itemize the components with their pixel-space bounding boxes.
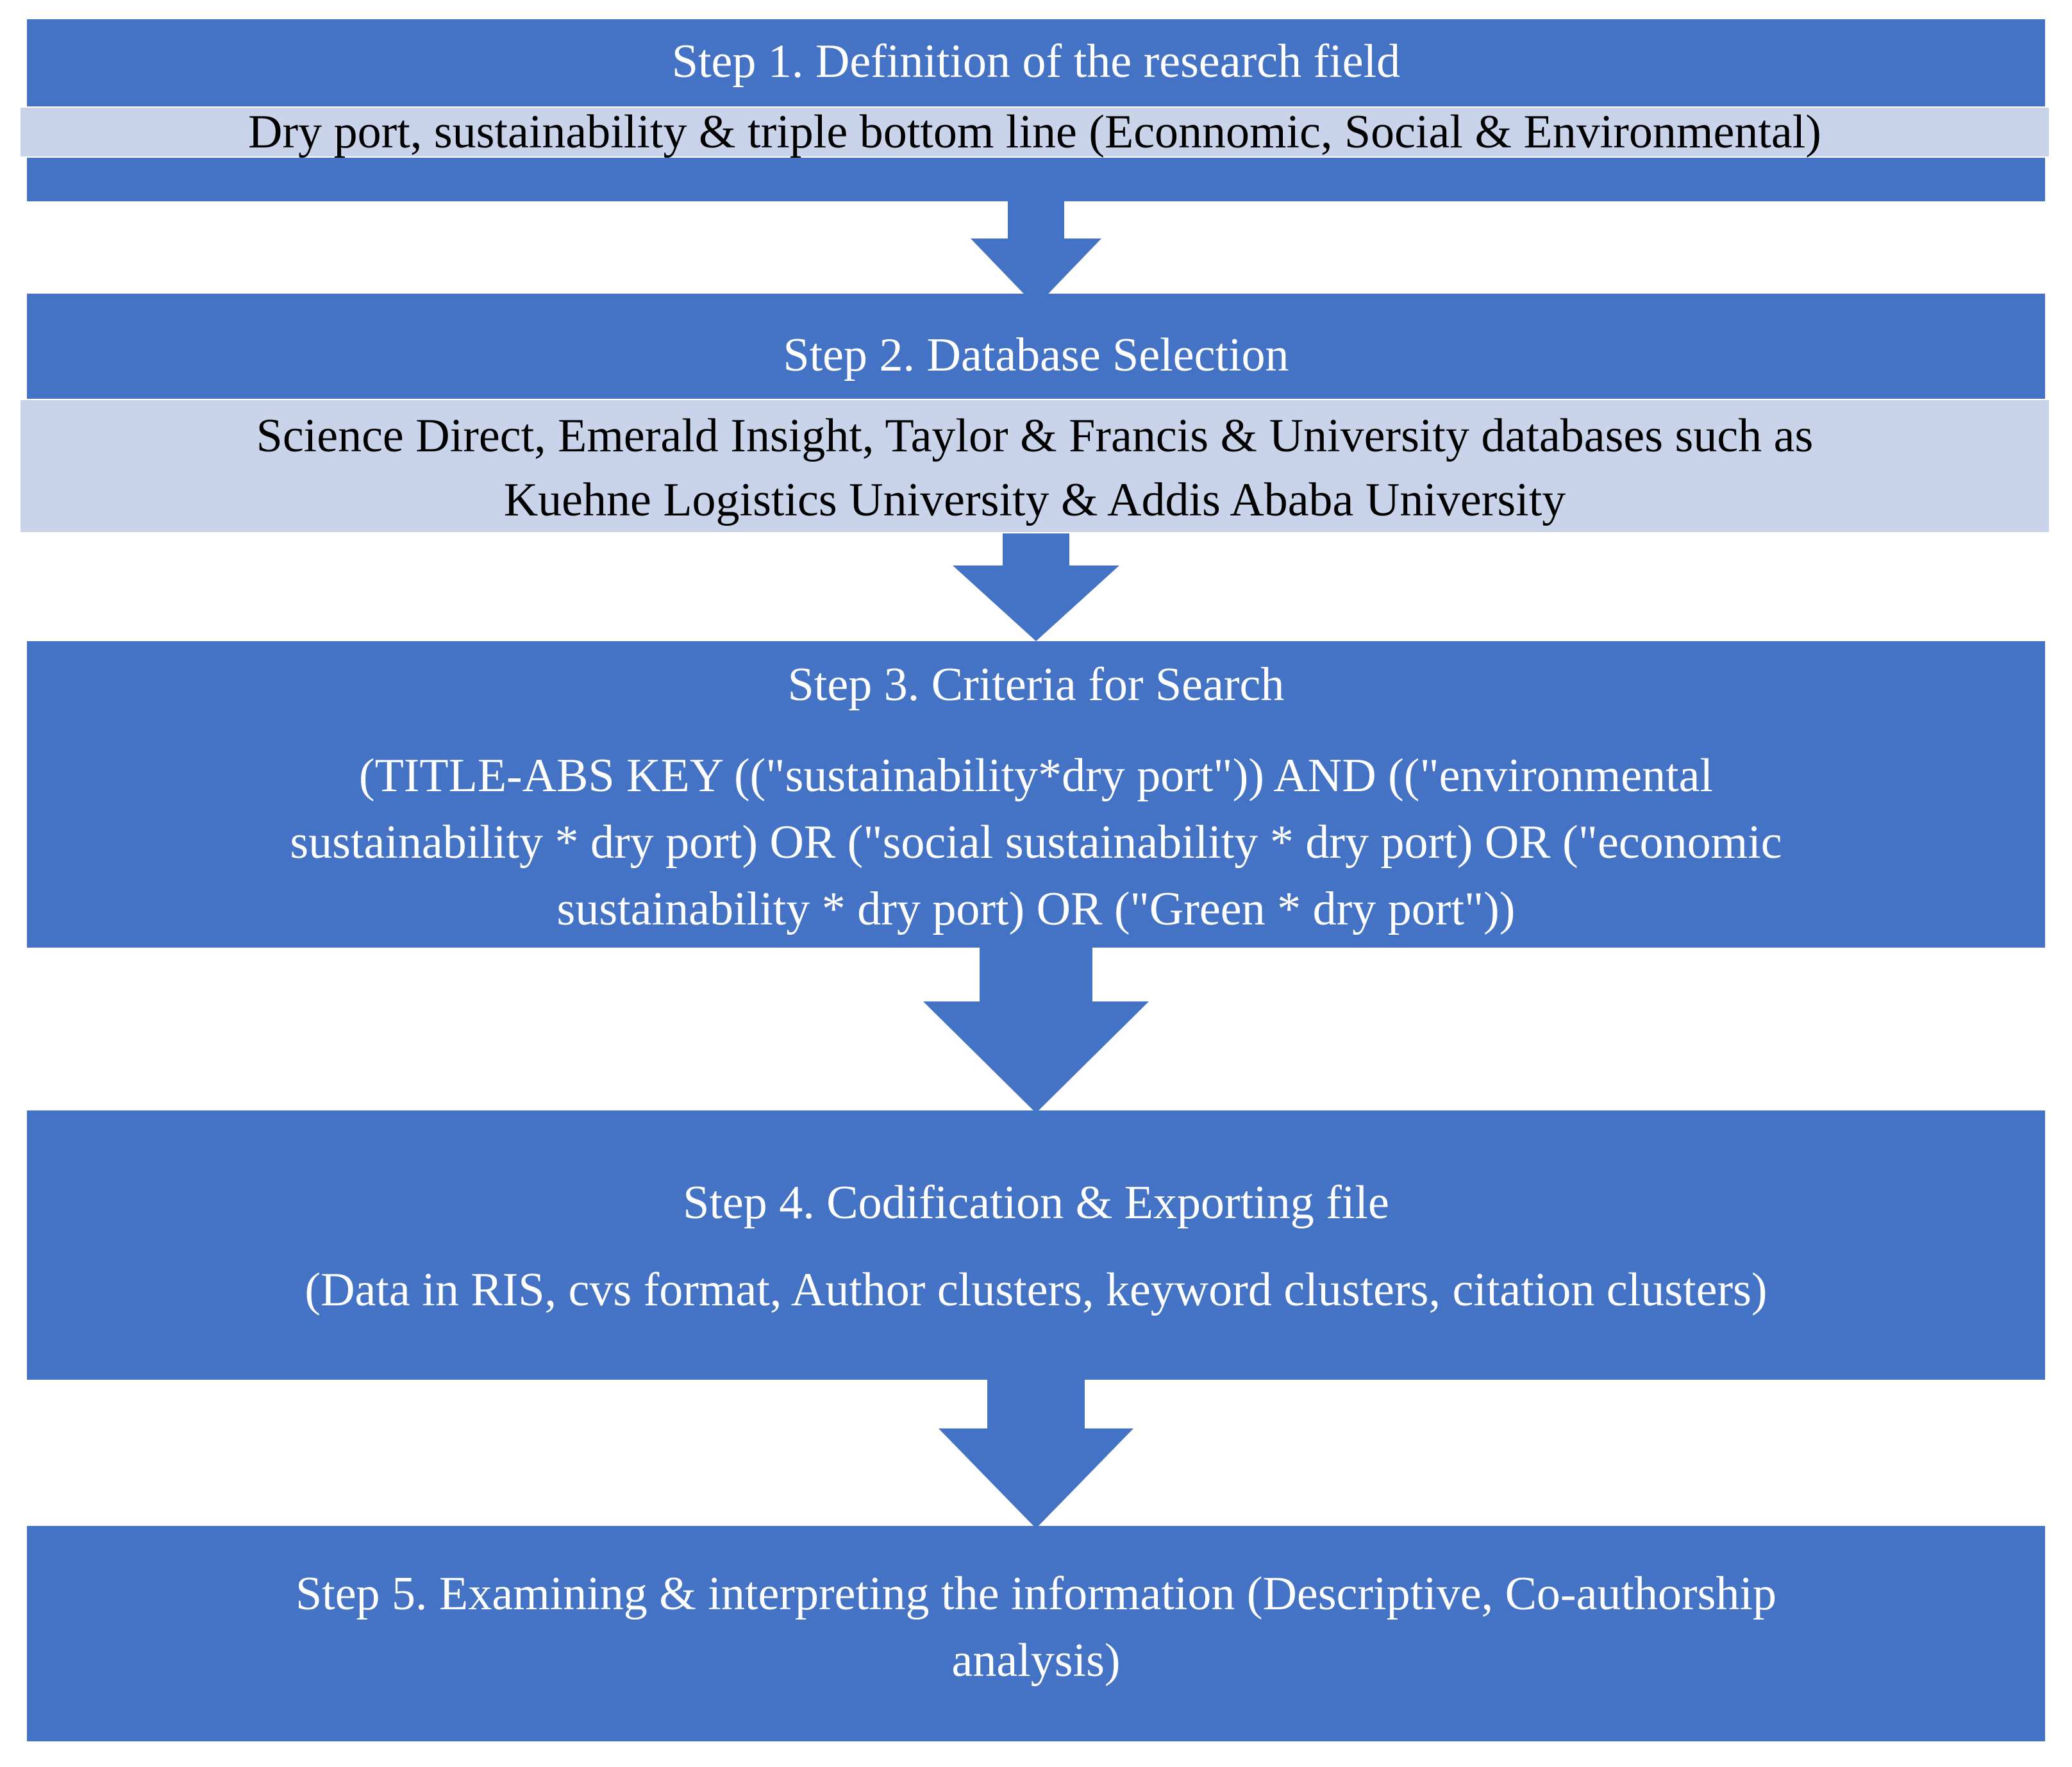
step-4-box: Step 4. Codification & Exporting file (D…	[27, 1110, 2045, 1380]
arrow-down-3	[923, 948, 1149, 1113]
step-3-detail-line-1: (TITLE-ABS KEY (("sustainability*dry por…	[358, 750, 1714, 802]
arrow-down-icon	[953, 533, 1119, 641]
step-2-detail-line-1: Science Direct, Emerald Insight, Taylor …	[256, 410, 1814, 462]
step-1-detail: Dry port, sustainability & triple bottom…	[248, 106, 1821, 158]
arrow-down-2	[953, 533, 1119, 641]
step-4-detail: (Data in RIS, cvs format, Author cluster…	[305, 1264, 1767, 1316]
step-4-title: Step 4. Codification & Exporting file	[683, 1177, 1389, 1229]
arrow-down-icon	[939, 1380, 1133, 1528]
arrow-down-4	[939, 1380, 1133, 1528]
step-3-detail: (TITLE-ABS KEY (("sustainability*dry por…	[27, 742, 2045, 942]
arrow-down-icon	[923, 948, 1149, 1113]
step-3-box: Step 3. Criteria for Search (TITLE-ABS K…	[27, 641, 2045, 948]
step-3-detail-line-2: sustainability * dry port) OR ("social s…	[290, 816, 1782, 869]
step-5-box: Step 5. Examining & interpreting the inf…	[27, 1526, 2045, 1741]
step-5-title-line-1: Step 5. Examining & interpreting the inf…	[296, 1568, 1776, 1620]
step-1-detail-band: Dry port, sustainability & triple bottom…	[19, 106, 2050, 158]
arrow-down-icon	[923, 948, 1149, 1113]
step-2-title: Step 2. Database Selection	[783, 329, 1289, 381]
step-5-title: Step 5. Examining & interpreting the inf…	[27, 1561, 2045, 1694]
step-3-detail-line-3: sustainability * dry port) OR ("Green * …	[556, 883, 1516, 935]
arrow-down-icon	[971, 201, 1101, 306]
arrow-down-icon	[939, 1380, 1133, 1528]
arrow-down-icon	[971, 201, 1101, 306]
arrow-down-1	[971, 201, 1101, 306]
step-5-title-line-2: analysis)	[951, 1634, 1121, 1687]
step-2-detail-line-2: Kuehne Logistics University & Addis Abab…	[503, 474, 1566, 526]
step-3-title: Step 3. Criteria for Search	[787, 658, 1285, 711]
step-2-detail-band: Science Direct, Emerald Insight, Taylor …	[19, 399, 2050, 533]
arrow-down-icon	[953, 533, 1119, 641]
step-1-title: Step 1. Definition of the research field	[671, 35, 1401, 88]
